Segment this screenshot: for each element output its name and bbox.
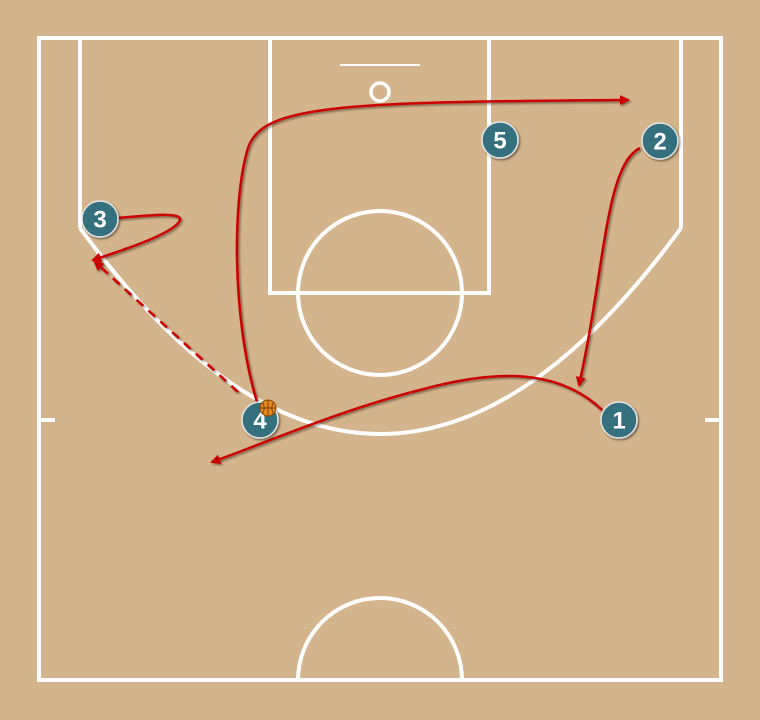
player-1: 1 [600,401,638,439]
players: 1 2 3 4 5 [81,121,679,439]
movement-arrow-2 [575,146,641,387]
basketball-icon [259,399,277,417]
player-5-label: 5 [493,128,506,155]
player-3-label: 3 [93,207,106,234]
player-5-marker [481,121,519,159]
player-3-marker [81,200,119,238]
movement-arrow-4 [235,95,630,403]
player-1-marker [600,401,638,439]
rim [369,81,391,103]
center-circle [296,596,464,681]
movement-arrow-1 [210,374,603,465]
player-2-marker [641,122,679,160]
player-2-label: 2 [653,129,666,156]
player-5: 5 [481,121,519,159]
court-boundary [37,36,723,682]
free-throw-circle [296,209,464,377]
player-1-label: 1 [612,408,625,435]
paint-key [268,36,491,295]
three-point-arc [78,226,683,436]
player-2: 2 [641,122,679,160]
actions [91,95,641,465]
court-lines [37,36,723,682]
movement-arrow-3 [91,213,182,263]
player-3: 3 [81,200,119,238]
pass-arrow-4-to-3 [93,260,239,393]
